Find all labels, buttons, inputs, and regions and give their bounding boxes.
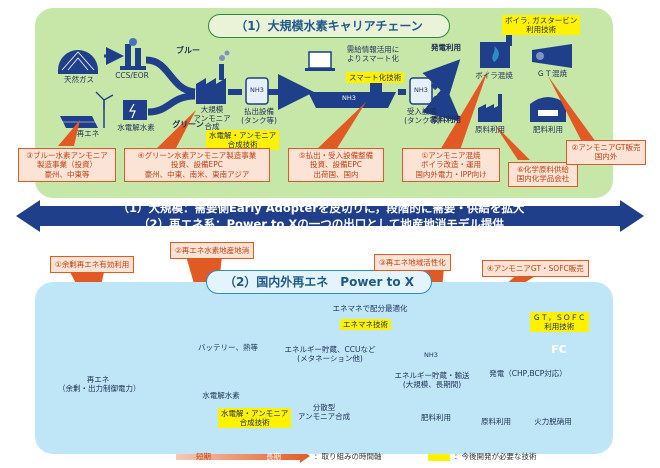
electrolyzer-top-icon xyxy=(123,100,147,120)
callout-gt-sofc-sales: ④アンモニアGT・SOFC販売 xyxy=(482,260,589,277)
laptop-icon xyxy=(305,51,335,71)
banner-line-1: （1）大規模：需要側Early Adopterを皮切りに，段階的に需要・供給を拡… xyxy=(117,201,525,215)
raw-use-label: 原料利用 xyxy=(431,115,461,124)
ccs-eor-label: CCS/EOR xyxy=(115,71,149,80)
nh3-label-top-1: NH3 xyxy=(250,86,264,94)
carrier-chain-title: （1）大規模水素キャリアチェーン xyxy=(208,14,450,38)
legend-long-term: 長期 xyxy=(266,452,281,461)
power-use-label: 発電利用 xyxy=(431,43,461,52)
distributed-ammonia-label: 分散型 アンモニア合成 xyxy=(297,403,351,421)
power-to-x-title: （2）国内外再エネ Power to X xyxy=(206,270,432,294)
nh3-label-bottom: NH3 xyxy=(424,351,438,359)
natural-gas-label: 天然ガス xyxy=(64,75,94,84)
ccs-eor-icon xyxy=(120,38,146,70)
elec-amm-tech-tag-bottom: 水電解・アンモニア 合成技術 xyxy=(218,408,292,428)
power-to-x-panel xyxy=(35,282,613,454)
smart-tech-tag: スマート化技術 xyxy=(346,72,405,83)
nh3-label-top-2: NH3 xyxy=(414,86,428,94)
natural-gas-icon xyxy=(58,50,98,74)
callout-facility-maintenance: ⑤払出・受入設備整備 投資、設備EPC 出荷国、国内 xyxy=(288,148,384,183)
boiler-gt-tech-tag: ボイラ, ガスタービン 利用技術 xyxy=(502,15,581,35)
storage-transport-label: エネルギー貯蔵・輸送 (大規模、長期間) xyxy=(394,371,470,389)
receiving-facility-label: 受入設備 (タンク等) xyxy=(404,107,440,125)
power-gen-label: 発電（CHP,BCP対応） xyxy=(489,369,567,378)
electrolysis-top-label: 水電解水素 xyxy=(117,123,155,132)
callout-green-ammonia: ④グリーン水素アンモニア製造事業 投資、設備EPC 豪州、中東、南米、東南アジア xyxy=(124,148,270,183)
renewable-top-label: 再エネ xyxy=(76,129,100,138)
elec-amm-tech-tag-top: 水電解・アンモニア 合成技術 xyxy=(206,130,280,150)
ems-tech-tag: エネマネ技術 xyxy=(340,319,391,330)
ammonia-plant-icon xyxy=(196,50,230,104)
boiler-icon xyxy=(480,34,512,68)
renewable-top-icon xyxy=(60,91,114,128)
renewable-bottom-label: 再エネ （余剰・出力制御電力） xyxy=(58,375,141,393)
payout-facility-label: 払出設備 (タンク等) xyxy=(241,107,277,125)
battery-heat-label: バッテリー、熱等 xyxy=(198,343,258,352)
fertilizer-bottom-label: 肥料利用 xyxy=(421,413,451,422)
ship-info-label: 需給情報活用に よりスマート化 xyxy=(346,45,400,63)
electrolysis-bottom-label: 水電解水素 xyxy=(202,391,240,400)
ammonia-plant-label: 大規模 アンモニア 合成 xyxy=(193,105,231,132)
blue-label: ブルー xyxy=(176,46,200,55)
raw-material-bottom-label: 原料利用 xyxy=(481,417,511,426)
legend-timeline: ：取り組みの時間軸 xyxy=(314,452,382,461)
callout-regional-revitalization: ③再エネ地域活性化 xyxy=(374,254,451,271)
callout-local-hydrogen: ②再エネ水素地産地消 xyxy=(170,242,255,259)
callout-surplus-renewable: ①余剰再エネ有効利用 xyxy=(50,256,135,273)
fertilizer-plant-icon xyxy=(530,97,566,122)
thermal-bottom-label: 火力脱硝用 xyxy=(534,417,572,426)
gt-cofire-label: ＧＴ混焼 xyxy=(537,69,567,78)
strategy-banner: （1）大規模：需要側Early Adopterを皮切りに，段階的に需要・供給を拡… xyxy=(18,198,624,232)
banner-line-2: （2）再エネ系：Power to Xの一つの出口として地産地消モデル提供 xyxy=(138,217,504,231)
callout-ammonia-cofire: ①アンモニア混焼 ボイラ改造・運用 国内外電力・IPP向け xyxy=(402,148,500,183)
callout-blue-ammonia: ③ブルー水素アンモニア 製造事業（投資） 豪州、中東等 xyxy=(18,148,116,183)
callout-chemical-supply: ⑥化学原料供給 国内化学品会社 xyxy=(508,162,578,187)
legend-short-term: 短期 xyxy=(196,452,211,461)
gt-sofc-tech-tag: ＧＴ，ＳＯＦＣ 利用技術 xyxy=(530,312,589,332)
legend-needs-dev: ：今後開発が必要な技術 xyxy=(454,452,537,461)
raw-material-use-label: 原料利用 xyxy=(475,125,505,134)
gas-turbine-icon xyxy=(532,44,572,68)
green-label: グリーン xyxy=(172,120,204,129)
nh3-ship-label: NH3 xyxy=(342,94,356,102)
fc-label: FC xyxy=(551,343,567,356)
callout-gt-sales: ②アンモニアGT販売 国内外 xyxy=(566,140,646,165)
raw-material-factory-icon xyxy=(478,94,502,122)
ems-label: エネマネで配分最適化 xyxy=(332,304,408,313)
fertilizer-use-label: 肥料利用 xyxy=(533,125,563,134)
ship-icon xyxy=(308,80,396,108)
energy-storage-label: エネルギー貯蔵、CCUなど (メタネーション他) xyxy=(284,345,376,363)
boiler-cofire-label: ボイラ混焼 xyxy=(475,71,513,80)
